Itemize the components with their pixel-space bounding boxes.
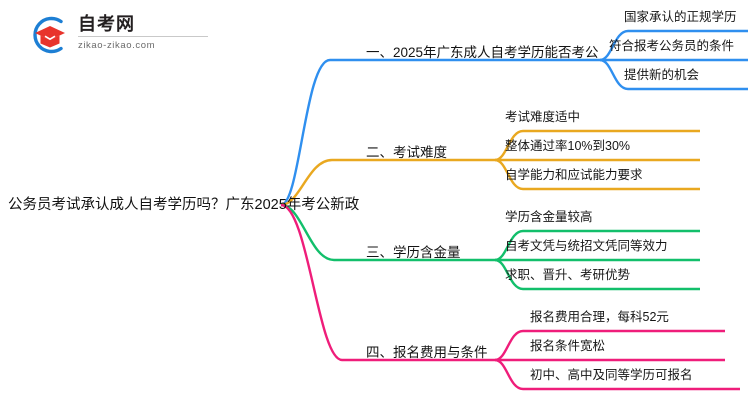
root-node-label[interactable]: 公务员考试承认成人自考学历吗？广东2025年考公新政	[8, 197, 360, 213]
leaf-node-1-2[interactable]: 符合报考公务员的条件	[609, 39, 735, 53]
branch-4-wire	[280, 203, 740, 391]
leaf-node-4-2[interactable]: 报名条件宽松	[530, 339, 606, 353]
branch-node-2[interactable]: 二、考试难度	[366, 145, 447, 160]
leaf-node-4-1[interactable]: 报名费用合理，每科52元	[530, 310, 669, 324]
leaf-node-4-3[interactable]: 初中、高中及同等学历可报名	[530, 368, 693, 382]
leaf-node-3-1[interactable]: 学历含金量较高	[505, 210, 593, 224]
branch-1-wire	[280, 29, 748, 207]
branch-node-3[interactable]: 三、学历含金量	[366, 245, 461, 260]
leaf-node-2-2[interactable]: 整体通过率10%到30%	[505, 139, 631, 153]
leaf-node-1-3[interactable]: 提供新的机会	[624, 68, 700, 82]
branch-2-wire	[280, 129, 700, 207]
leaf-node-3-2[interactable]: 自考文凭与统招文凭同等效力	[505, 239, 668, 253]
leaf-node-2-3[interactable]: 自学能力和应试能力要求	[505, 168, 643, 182]
site-logo[interactable]: 自考网 zikao-zikao.com	[28, 12, 238, 58]
graduation-cap-in-circle-icon	[33, 16, 65, 54]
logo-text: 自考网 zikao-zikao.com	[78, 14, 238, 53]
leaf-node-3-3[interactable]: 求职、晋升、考研优势	[505, 268, 631, 282]
leaf-node-1-1[interactable]: 国家承认的正规学历	[624, 10, 737, 24]
logo-title: 自考网	[78, 14, 208, 37]
branch-node-1[interactable]: 一、2025年广东成人自考学历能否考公	[366, 45, 599, 60]
leaf-node-2-1[interactable]: 考试难度适中	[505, 110, 581, 124]
branch-node-4[interactable]: 四、报名费用与条件	[366, 345, 488, 360]
branch-3-wire	[280, 203, 700, 291]
logo-subtitle: zikao-zikao.com	[78, 40, 156, 51]
